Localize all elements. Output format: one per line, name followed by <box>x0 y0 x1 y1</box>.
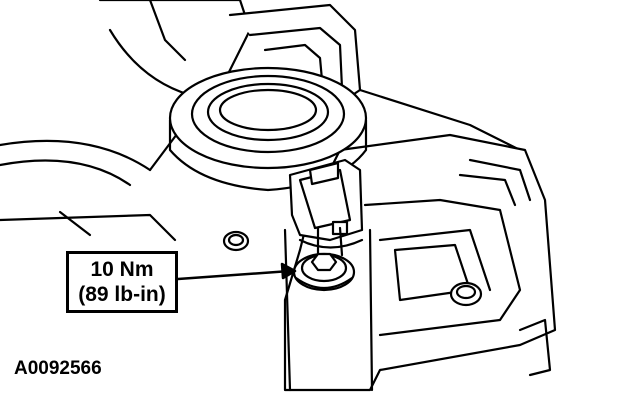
leader-arrow <box>176 262 297 281</box>
sensor-connector <box>288 158 364 257</box>
bearing-bore <box>168 66 368 192</box>
torque-lbin-label: (89 lb-in) <box>78 283 166 306</box>
torque-callout: 10 Nm (89 lb-in) <box>66 251 178 313</box>
sensor-bolt <box>292 252 356 292</box>
plug-right-inner <box>455 284 477 300</box>
torque-nm-label: 10 Nm <box>90 258 154 281</box>
figure-reference-id: A0092566 <box>14 358 102 379</box>
shaft-housing <box>283 228 374 392</box>
plug-left-inner <box>227 233 245 247</box>
background-housing <box>0 0 252 242</box>
